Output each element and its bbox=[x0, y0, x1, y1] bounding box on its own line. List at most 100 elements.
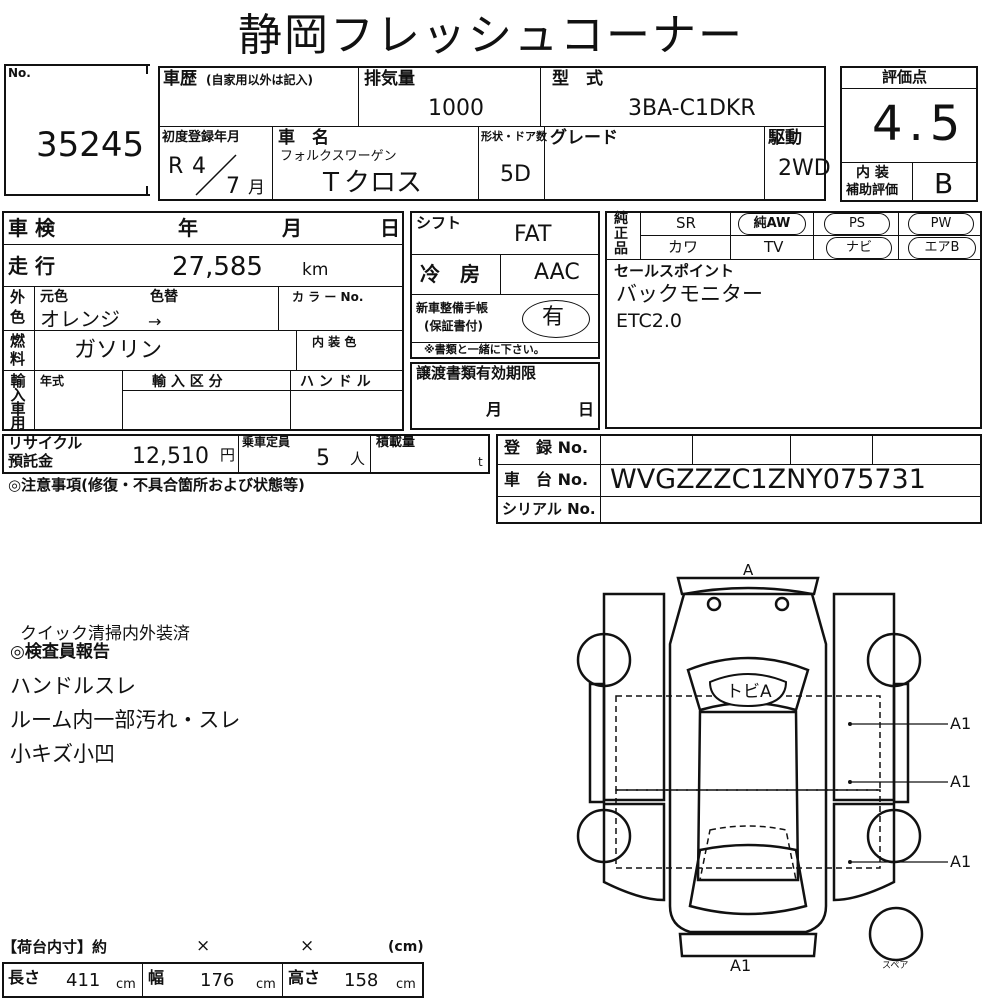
mileage-unit: km bbox=[302, 260, 329, 280]
interior-label-2: 補助評価 bbox=[846, 183, 899, 198]
transfer-block bbox=[410, 362, 600, 430]
cargo-box bbox=[2, 962, 424, 998]
lot-box bbox=[4, 64, 150, 196]
cargo-width: 176 bbox=[200, 970, 235, 991]
inspection-year: 年 bbox=[178, 216, 198, 240]
cargo-times-2: × bbox=[300, 936, 315, 956]
transfer-label: 譲渡書類有効期限 bbox=[416, 364, 537, 382]
inspector-line-2: ルーム内一部汚れ・スレ bbox=[10, 708, 241, 732]
cargo-unit: (cm) bbox=[388, 939, 424, 955]
fuel-value: ガソリン bbox=[74, 338, 163, 363]
details-block-center bbox=[410, 211, 600, 359]
lot-label: No. bbox=[8, 66, 31, 80]
car-name-label: 車 名 bbox=[278, 128, 329, 148]
body-value: 5D bbox=[500, 162, 531, 187]
option-airbag: エアB bbox=[908, 237, 976, 259]
inspector-line-1: ハンドルスレ bbox=[10, 674, 136, 698]
car-name: Ｔクロス bbox=[318, 168, 423, 198]
option-tv: TV bbox=[764, 238, 784, 256]
manual-note: ※書類と一緒に下さい。 bbox=[424, 343, 545, 356]
body-label: 形状・ドア数 bbox=[481, 130, 547, 143]
shift-value: FAT bbox=[514, 222, 552, 247]
registration-label: 登 録 No. bbox=[504, 438, 589, 457]
option-alloy-wheels: 純AW bbox=[738, 213, 806, 235]
notes-label: ◎注意事項(修復・不具合箇所および状態等) bbox=[8, 476, 305, 494]
capacity-value: 5 bbox=[316, 446, 330, 471]
vehicle-info-block bbox=[158, 66, 826, 201]
options-label: 純正品 bbox=[614, 211, 628, 257]
score-value: 4.5 bbox=[872, 96, 967, 152]
selling-point-2: ETC2.0 bbox=[616, 310, 682, 332]
selling-points-label: セールスポイント bbox=[614, 262, 735, 280]
capacity-unit: 人 bbox=[350, 450, 366, 468]
interior-label-1: 内 装 bbox=[856, 165, 889, 181]
first-reg-year: 4 bbox=[192, 154, 206, 179]
cargo-width-label: 幅 bbox=[148, 968, 165, 987]
details-block-left bbox=[2, 211, 404, 431]
inspection-label: 車 検 bbox=[8, 216, 55, 240]
model-label: 型 式 bbox=[552, 69, 603, 89]
color-label-1: 外 bbox=[10, 288, 26, 306]
cargo-length-label: 長さ bbox=[8, 968, 41, 987]
load-label: 積載量 bbox=[376, 435, 416, 450]
slash-divider bbox=[195, 154, 237, 196]
score-box bbox=[840, 66, 978, 202]
cargo-length: 411 bbox=[66, 970, 101, 991]
change-color-label: 色替 bbox=[150, 289, 178, 305]
recycle-unit: 円 bbox=[220, 446, 236, 464]
recycle-label-2: 預託金 bbox=[8, 452, 54, 470]
displacement-label: 排気量 bbox=[364, 69, 415, 89]
sheet-title: 静岡フレッシュコーナー bbox=[238, 10, 744, 61]
score-label: 評価点 bbox=[882, 68, 928, 86]
options-block bbox=[605, 211, 982, 429]
inspector-line-3: 小キズ小凹 bbox=[10, 742, 115, 766]
diagram-spare-label: スペア bbox=[882, 961, 909, 971]
transfer-day: 日 bbox=[578, 400, 595, 419]
diagram-roof-mark: トビA bbox=[726, 682, 772, 702]
cargo-label: 【荷台内寸】約 bbox=[2, 938, 108, 956]
drive-value: 2WD bbox=[778, 156, 831, 181]
option-sr: SR bbox=[676, 214, 696, 232]
transfer-month: 月 bbox=[486, 400, 503, 419]
import-label: 輸入車用 bbox=[10, 372, 26, 432]
ac-label: 冷 房 bbox=[420, 262, 480, 286]
cargo-length-unit: cm bbox=[116, 977, 136, 992]
first-reg-label: 初度登録年月 bbox=[162, 130, 241, 145]
displacement-value: 1000 bbox=[428, 96, 484, 121]
cargo-height: 158 bbox=[344, 970, 379, 991]
inspection-month: 月 bbox=[282, 216, 302, 240]
recycle-value: 12,510 bbox=[132, 444, 209, 469]
fuel-label-1: 燃 bbox=[10, 332, 26, 350]
chassis-value: WVGZZZC1ZNY075731 bbox=[610, 464, 926, 495]
serial-label: シリアル No. bbox=[502, 500, 596, 518]
diagram-bottom-mark: A1 bbox=[730, 956, 752, 975]
capacity-label: 乗車定員 bbox=[242, 435, 291, 449]
fuel-label-2: 料 bbox=[10, 350, 26, 368]
load-unit: t bbox=[478, 455, 483, 469]
shift-label: シフト bbox=[416, 214, 462, 232]
manual-label-1: 新車整備手帳 bbox=[416, 301, 489, 315]
manual-value: 有 bbox=[542, 305, 565, 330]
color-label-2: 色 bbox=[10, 308, 26, 326]
diagram-mark-3: A1 bbox=[950, 852, 972, 871]
import-handle-label: ハ ン ド ル bbox=[300, 374, 371, 390]
color-value: オレンジ bbox=[40, 307, 120, 331]
orig-color-label: 元色 bbox=[40, 289, 68, 305]
mileage-value: 27,585 bbox=[172, 252, 263, 282]
color-arrow: → bbox=[148, 312, 162, 331]
cargo-times-1: × bbox=[196, 936, 211, 956]
ac-value: AAC bbox=[534, 260, 580, 285]
interior-value: B bbox=[934, 167, 954, 200]
inspector-label: ◎検査員報告 bbox=[10, 642, 110, 662]
diagram-top-mark: A bbox=[743, 561, 754, 579]
selling-point-1: バックモニター bbox=[616, 282, 763, 306]
cargo-height-label: 高さ bbox=[288, 968, 321, 987]
option-navi: ナビ bbox=[826, 237, 892, 259]
grade-label: グレード bbox=[550, 128, 618, 148]
first-reg-month: 7 bbox=[226, 174, 240, 199]
first-reg-month-unit: 月 bbox=[248, 178, 265, 198]
history-note: (自家用以外は記入) bbox=[206, 73, 313, 87]
car-diagram bbox=[576, 576, 948, 962]
inspection-day: 日 bbox=[380, 216, 400, 240]
